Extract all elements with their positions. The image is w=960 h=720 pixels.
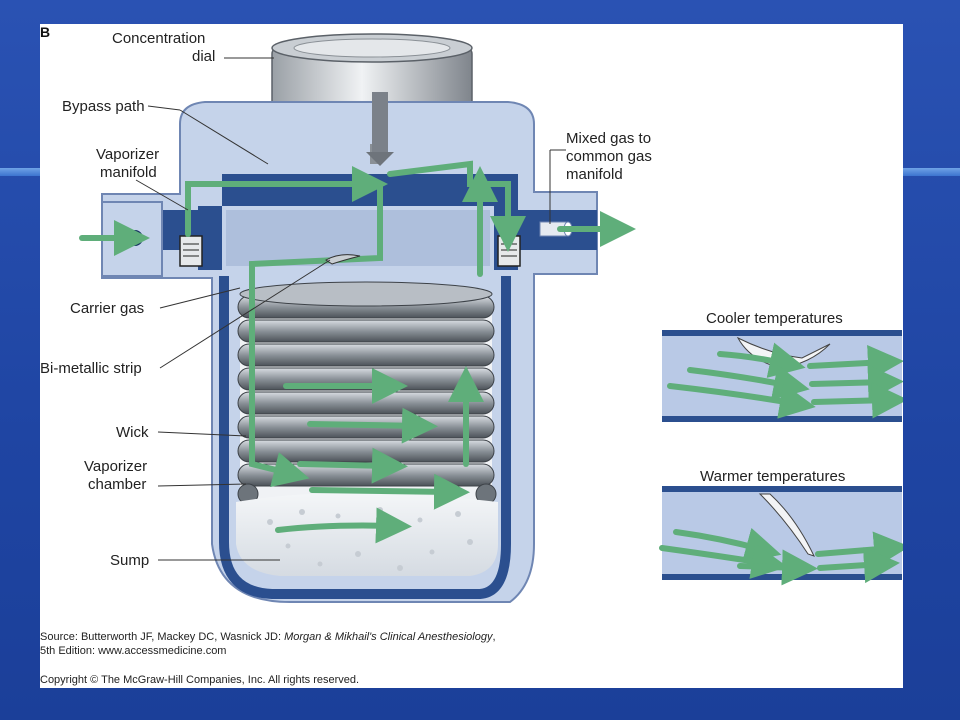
inlet-valve: [179, 235, 203, 267]
label-vaporizer-manifold-line1: Vaporizer: [96, 146, 160, 163]
label-vaporizer-manifold-line2: manifold: [100, 164, 157, 181]
label-mixed-gas-line2: common gas: [566, 148, 652, 165]
label-mixed-gas-line1: Mixed gas to: [566, 130, 652, 147]
label-warmer-temperatures: Warmer temperatures: [700, 468, 846, 485]
warmer-inset: [659, 486, 903, 586]
figure-panel: B Concentration dial Bypass path Vaporiz…: [40, 24, 903, 688]
vaporizer-diagram: [79, 33, 903, 603]
source-suffix: ,: [492, 631, 496, 643]
label-vaporizer-chamber-line1: Vaporizer: [84, 458, 148, 475]
gas-flow-paths: [79, 160, 636, 544]
panel-letter: B: [40, 24, 51, 40]
label-concentration-dial-line1: Concentration: [112, 30, 206, 47]
label-bimetallic-strip: Bi-metallic strip: [40, 360, 142, 377]
label-cooler-temperatures: Cooler temperatures: [706, 310, 843, 327]
label-sump: Sump: [110, 552, 150, 569]
bimetallic-strip: [325, 254, 361, 265]
label-carrier-gas: Carrier gas: [70, 300, 145, 317]
label-bypass-path: Bypass path: [62, 98, 145, 115]
cooler-inset: [662, 330, 903, 422]
concentration-dial: [271, 33, 473, 117]
source-prefix: Source: Butterworth JF, Mackey DC, Wasni…: [40, 631, 285, 643]
sump-liquid: [236, 493, 498, 576]
leader-lines: [135, 57, 566, 561]
label-mixed-gas-line3: manifold: [566, 166, 623, 183]
label-concentration-dial-line2: dial: [192, 48, 216, 65]
source-book-title: Morgan & Mikhail's Clinical Anesthesiolo…: [284, 631, 493, 643]
source-edition: 5th Edition: www.accessmedicine.com: [40, 645, 227, 657]
outlet-valve: [497, 235, 521, 267]
label-wick: Wick: [116, 424, 149, 441]
source-citation: Source: Butterworth JF, Mackey DC, Wasni…: [40, 630, 496, 658]
label-vaporizer-chamber-line2: chamber: [88, 476, 147, 493]
copyright-notice: Copyright © The McGraw-Hill Companies, I…: [40, 674, 360, 686]
